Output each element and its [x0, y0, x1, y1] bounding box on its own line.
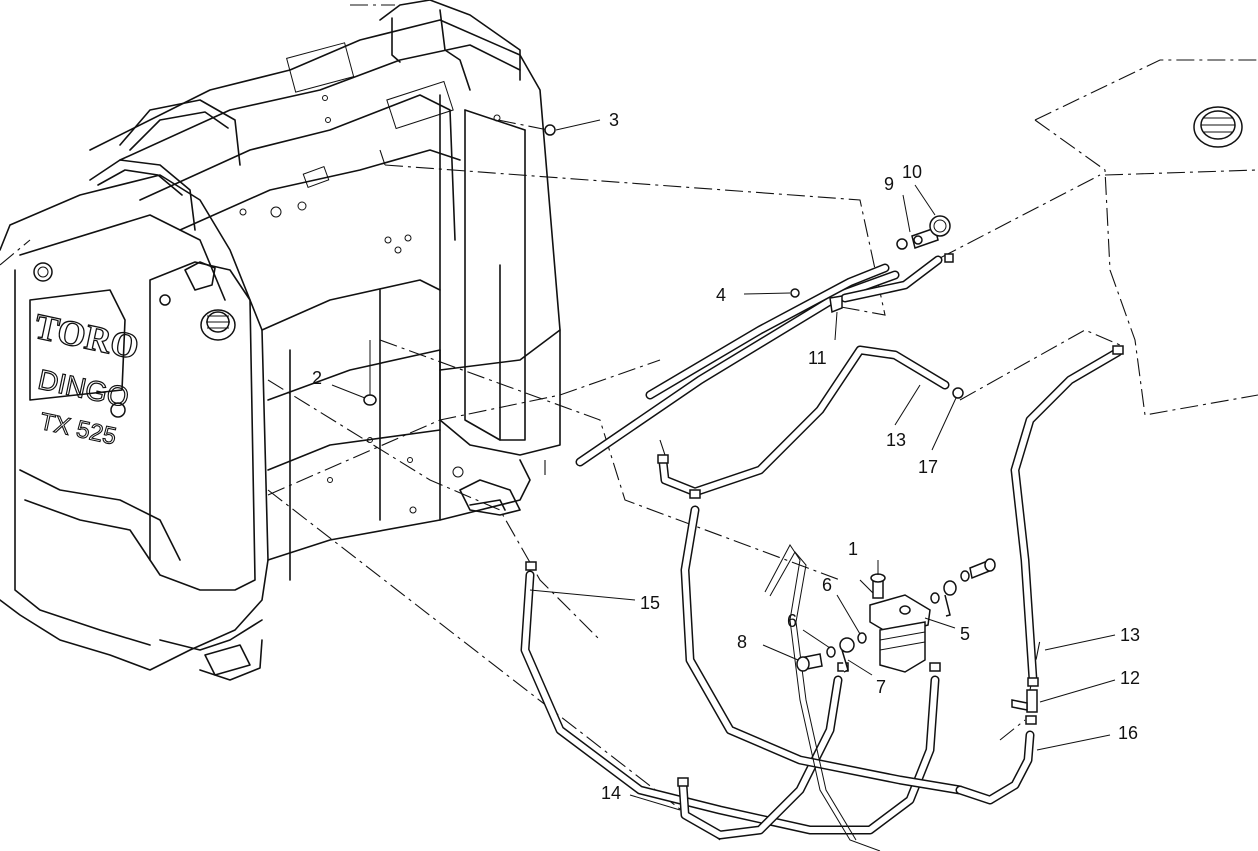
bolt-1-icon [870, 573, 886, 599]
callout-13b: 13 [1120, 625, 1140, 645]
fuel-tank: TORO DINGO TX 525 [29, 261, 256, 591]
washer-6-right-icon [857, 632, 867, 644]
bolt-8-icon [796, 653, 823, 672]
callout-4: 4 [716, 285, 726, 305]
brand-model-number: TX 525 [37, 408, 118, 451]
callout-6b: 6 [787, 611, 797, 631]
shutoff-valve-9-icon [896, 227, 939, 250]
banjo-fitting-7-icon [839, 637, 855, 673]
callout-6a: 6 [822, 575, 832, 595]
nut-2-icon [363, 340, 377, 406]
callout-10: 10 [902, 162, 922, 182]
washer-6-left-icon [826, 646, 836, 658]
phantom-lines [0, 4, 1121, 841]
knob-10-icon [929, 215, 951, 237]
brand-logo-text: TORO [31, 306, 142, 367]
callout-11: 11 [808, 348, 827, 368]
fuel-cap-left-icon [200, 309, 236, 341]
brand-logo-panel: TORO DINGO TX 525 [29, 289, 143, 451]
brand-model-text: DINGO [35, 364, 131, 413]
clamp-11-icon [829, 295, 843, 314]
washer-4-icon [790, 288, 800, 298]
hose-16 [955, 730, 1035, 805]
callout-5: 5 [960, 624, 970, 644]
callout-3: 3 [609, 110, 619, 130]
hose-clamps [525, 253, 1124, 787]
callout-8: 8 [737, 632, 747, 652]
callout-12: 12 [1120, 668, 1140, 688]
callout-leaders [331, 119, 1116, 811]
hardware [363, 124, 1124, 787]
fuel-filter-5-icon [869, 594, 931, 673]
callout-labels: 1 2 3 4 5 6 6 7 8 9 10 11 12 13 13 14 15… [312, 110, 1140, 803]
callout-9: 9 [884, 174, 894, 194]
machine-frame [0, 0, 561, 681]
callout-16: 16 [1118, 723, 1138, 743]
callout-15: 15 [640, 593, 660, 613]
callout-13a: 13 [886, 430, 906, 450]
filter-outlet-fittings [930, 558, 996, 617]
callout-17: 17 [918, 457, 938, 477]
right-fuel-tank-phantom [1034, 59, 1258, 416]
callout-14: 14 [601, 783, 621, 803]
tee-fitting-12-icon [1011, 689, 1038, 713]
hose-13-upper [658, 345, 950, 497]
fitting-17-icon [952, 387, 964, 399]
fuel-hoses [520, 255, 1123, 851]
callout-1: 1 [848, 539, 858, 559]
bolt-3-icon [544, 124, 556, 136]
callout-2: 2 [312, 368, 322, 388]
fuel-cap-right-icon [1193, 106, 1243, 148]
upper-fuel-lines [575, 255, 943, 467]
callout-7: 7 [876, 677, 886, 697]
